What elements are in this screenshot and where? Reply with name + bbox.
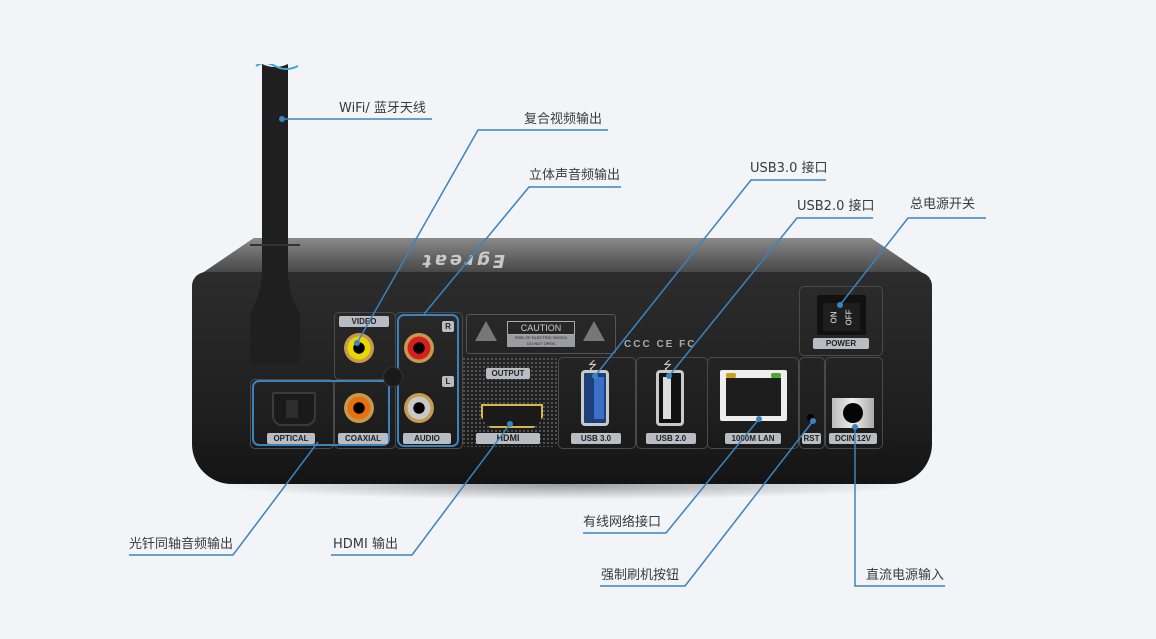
callout-power: 总电源开关 (910, 197, 976, 212)
callout-usb2: USB2.0 接口 (797, 199, 875, 214)
lan-tag: 1000M LAN (725, 433, 781, 444)
video-tag: VIDEO (339, 316, 389, 327)
usb2-port (656, 370, 684, 426)
callout-hdmi: HDMI 输出 (333, 537, 398, 552)
callout-video: 复合视频输出 (524, 112, 603, 127)
usb3-tag: USB 3.0 (571, 433, 621, 444)
dc-tag: DCIN 12V (829, 433, 877, 444)
antenna-icon (250, 64, 300, 364)
brand-logo: Egreat (420, 250, 506, 271)
power-rocker-switch: ON OFF (817, 295, 866, 335)
audio-l-tag: L (442, 376, 454, 387)
hdmi-port (481, 404, 543, 428)
usb3-port (581, 370, 609, 426)
video-jack (344, 333, 374, 363)
rst-tag: RST (802, 433, 821, 444)
warning-triangle-icon (475, 321, 497, 341)
caution-subtext: RISK OF ELECTRIC SHOCK DO NOT OPEN (507, 335, 575, 347)
link-led-yellow (726, 373, 736, 378)
callout-wifi: WiFi/ 蓝牙天线 (339, 101, 426, 116)
ethernet-port (720, 370, 787, 421)
screw (383, 367, 403, 387)
output-tag: OUTPUT (486, 368, 530, 379)
dc-power-jack (832, 398, 874, 428)
coaxial-jack (344, 393, 374, 423)
callout-lan: 有线网络接口 (583, 515, 662, 530)
usb2-tag: USB 2.0 (646, 433, 696, 444)
switch-on-label: ON (829, 311, 839, 324)
optical-port (272, 392, 316, 426)
audio-r-tag: R (442, 321, 454, 332)
callout-stereo: 立体声音频输出 (529, 168, 621, 183)
audio-r-jack (404, 333, 434, 363)
audio-l-jack (404, 393, 434, 423)
caution-title: CAUTION (507, 321, 575, 335)
callout-rst: 强制刷机按钮 (601, 568, 680, 583)
certification-marks: CCC CE FC (624, 339, 697, 350)
callout-optical: 光钎同轴音频输出 (129, 537, 234, 552)
link-led-green (771, 373, 781, 378)
switch-off-label: OFF (844, 309, 854, 326)
callout-usb3: USB3.0 接口 (750, 161, 828, 176)
optical-coaxial-highlight (252, 380, 390, 446)
power-tag: POWER (813, 338, 869, 349)
audio-tag: AUDIO (403, 433, 451, 444)
usb-symbol-icon: ⭍ (588, 359, 598, 372)
warning-exclamation-icon (583, 321, 605, 341)
callout-dc: 直流电源输入 (866, 568, 945, 583)
caution-line2: DO NOT OPEN (527, 341, 555, 346)
reset-pinhole (807, 414, 814, 421)
hdmi-tag: HDMI (476, 433, 540, 444)
caution-label: CAUTION RISK OF ELECTRIC SHOCK DO NOT OP… (466, 314, 616, 354)
coaxial-tag: COAXIAL (338, 433, 388, 444)
optical-tag: OPTICAL (267, 433, 315, 444)
